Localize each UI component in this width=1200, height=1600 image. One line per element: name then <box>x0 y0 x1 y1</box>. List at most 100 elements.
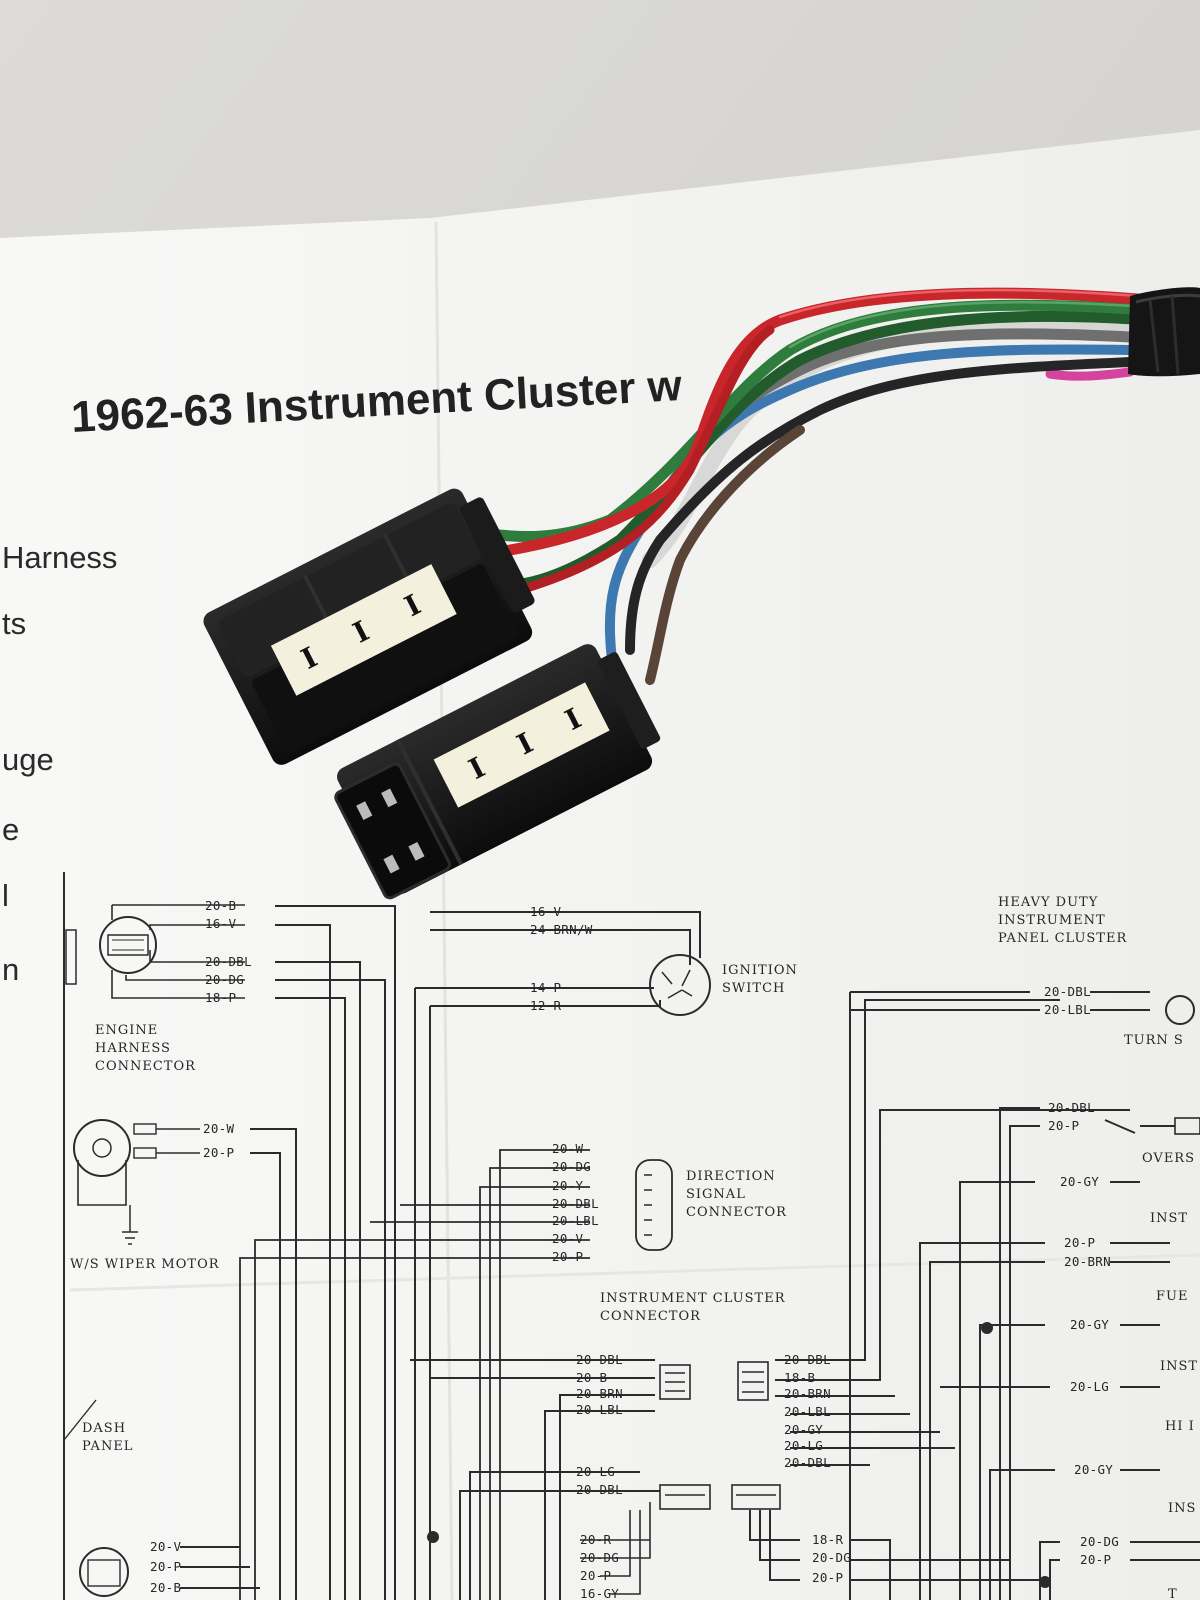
connector-label-tag <box>433 682 610 808</box>
side-fragment: e <box>2 812 19 847</box>
connector-socket <box>334 762 451 900</box>
side-fragment: n <box>2 952 19 987</box>
svg-text:18-R: 18-R <box>812 1532 843 1547</box>
svg-text:20-DBL: 20-DBL <box>205 954 252 969</box>
wire-red <box>515 325 775 595</box>
side-fragment: Harness <box>2 540 117 575</box>
svg-text:24-BRN/W: 24-BRN/W <box>530 922 593 937</box>
svg-text:HI I: HI I <box>1165 1419 1195 1434</box>
svg-text:20-Y: 20-Y <box>552 1178 583 1193</box>
svg-text:20-P: 20-P <box>552 1249 583 1264</box>
svg-text:OVERS: OVERS <box>1142 1151 1195 1166</box>
cluster-connector-right-b <box>731 1484 781 1510</box>
connector-right: I I I <box>334 644 661 900</box>
wire-red <box>464 287 1156 562</box>
svg-text:20-V: 20-V <box>552 1231 583 1246</box>
svg-text:20-B: 20-B <box>205 898 236 913</box>
svg-text:20-DBL: 20-DBL <box>784 1352 831 1367</box>
wire-blue <box>604 344 1135 665</box>
right-fragments: TURN S OVERS INST FUE INST HI I INS T <box>1124 1033 1198 1600</box>
wire-labels: 20-B 16-V 20-DBL 20-DG 18-P 16-V 24-BRN/… <box>150 898 1119 1600</box>
direction-signal-symbol <box>635 1159 673 1251</box>
svg-text:20-DG: 20-DG <box>812 1550 851 1565</box>
side-fragment: ts <box>2 606 26 641</box>
svg-text:20-DBL: 20-DBL <box>576 1482 623 1497</box>
svg-text:20-DBL: 20-DBL <box>784 1455 831 1470</box>
bottom-left-connector-symbol <box>79 1547 129 1597</box>
svg-text:20-B: 20-B <box>576 1370 607 1385</box>
svg-text:20-LG: 20-LG <box>576 1464 615 1479</box>
svg-text:20-DBL: 20-DBL <box>552 1196 599 1211</box>
connector-label-tag <box>270 564 457 696</box>
svg-text:20-W: 20-W <box>552 1141 583 1156</box>
svg-text:20-GY: 20-GY <box>1074 1462 1113 1477</box>
svg-text:TURN S: TURN S <box>1124 1033 1184 1048</box>
svg-text:20-DG: 20-DG <box>1080 1534 1119 1549</box>
svg-text:20-B: 20-B <box>150 1580 181 1595</box>
svg-text:20-P: 20-P <box>1048 1118 1079 1133</box>
svg-text:20-BRN: 20-BRN <box>1064 1254 1111 1269</box>
cluster-connector-right-a <box>737 1361 769 1401</box>
svg-text:20-DG: 20-DG <box>552 1159 591 1174</box>
svg-text:INST: INST <box>1150 1211 1188 1226</box>
svg-text:16-V: 16-V <box>205 916 236 931</box>
svg-text:20-P: 20-P <box>203 1145 234 1160</box>
svg-text:20-LBL: 20-LBL <box>576 1402 623 1417</box>
svg-text:20-P: 20-P <box>1064 1235 1095 1250</box>
svg-text:20-P: 20-P <box>150 1559 181 1574</box>
engine-harness-connector-symbol <box>99 916 157 974</box>
svg-text:20-DG: 20-DG <box>580 1550 619 1565</box>
svg-text:20-BRN: 20-BRN <box>784 1386 831 1401</box>
ignition-switch-symbol <box>649 954 711 1016</box>
side-fragment: l <box>2 878 9 913</box>
svg-text:20-LBL: 20-LBL <box>1044 1002 1091 1017</box>
paper-fold <box>69 1253 1200 1292</box>
svg-text:20-LBL: 20-LBL <box>552 1213 599 1228</box>
svg-text:18-B: 18-B <box>784 1370 815 1385</box>
cluster-connector-left-a <box>659 1364 691 1400</box>
svg-text:20-DBL: 20-DBL <box>1044 984 1091 999</box>
svg-text:18-P: 18-P <box>205 990 236 1005</box>
wire-brown <box>645 425 805 685</box>
svg-text:16-V: 16-V <box>530 904 561 919</box>
svg-text:20-DBL: 20-DBL <box>576 1352 623 1367</box>
wiper-motor-symbol <box>73 1119 131 1177</box>
svg-text:INST: INST <box>1160 1359 1198 1374</box>
wiring-diagram <box>63 872 1200 1600</box>
svg-text:12-R: 12-R <box>530 998 561 1013</box>
svg-text:20-P: 20-P <box>812 1570 843 1585</box>
svg-text:20-GY: 20-GY <box>1060 1174 1099 1189</box>
svg-text:20-W: 20-W <box>203 1121 234 1136</box>
tape-bundle <box>1128 287 1200 377</box>
svg-text:20-LG: 20-LG <box>1070 1379 1109 1394</box>
connector-left: I I I <box>203 488 535 765</box>
svg-text:20-P: 20-P <box>1080 1552 1111 1567</box>
svg-text:20-DBL: 20-DBL <box>1048 1100 1095 1115</box>
caption-wiper-motor: W/S WIPER MOTOR <box>70 1257 220 1272</box>
cluster-connector-left-b <box>659 1484 711 1510</box>
wire-pink <box>1045 367 1135 381</box>
svg-text:INS: INS <box>1168 1501 1196 1516</box>
svg-text:20-DG: 20-DG <box>205 972 244 987</box>
svg-text:20-P: 20-P <box>580 1568 611 1583</box>
side-fragment: uge <box>2 742 54 777</box>
side-text-column: Harness ts uge e l n <box>2 540 117 987</box>
svg-text:20-BRN: 20-BRN <box>576 1386 623 1401</box>
wire-harness <box>459 287 1168 685</box>
svg-text:20-GY: 20-GY <box>1070 1317 1109 1332</box>
svg-text:20-V: 20-V <box>150 1539 181 1554</box>
svg-text:T: T <box>1168 1587 1178 1600</box>
svg-text:14-P: 14-P <box>530 980 561 995</box>
svg-text:20-R: 20-R <box>580 1532 611 1547</box>
svg-text:FUE: FUE <box>1156 1289 1188 1304</box>
paper-sheet <box>0 130 1200 1600</box>
svg-text:20-LG: 20-LG <box>784 1438 823 1453</box>
svg-text:20-LBL: 20-LBL <box>784 1404 831 1419</box>
